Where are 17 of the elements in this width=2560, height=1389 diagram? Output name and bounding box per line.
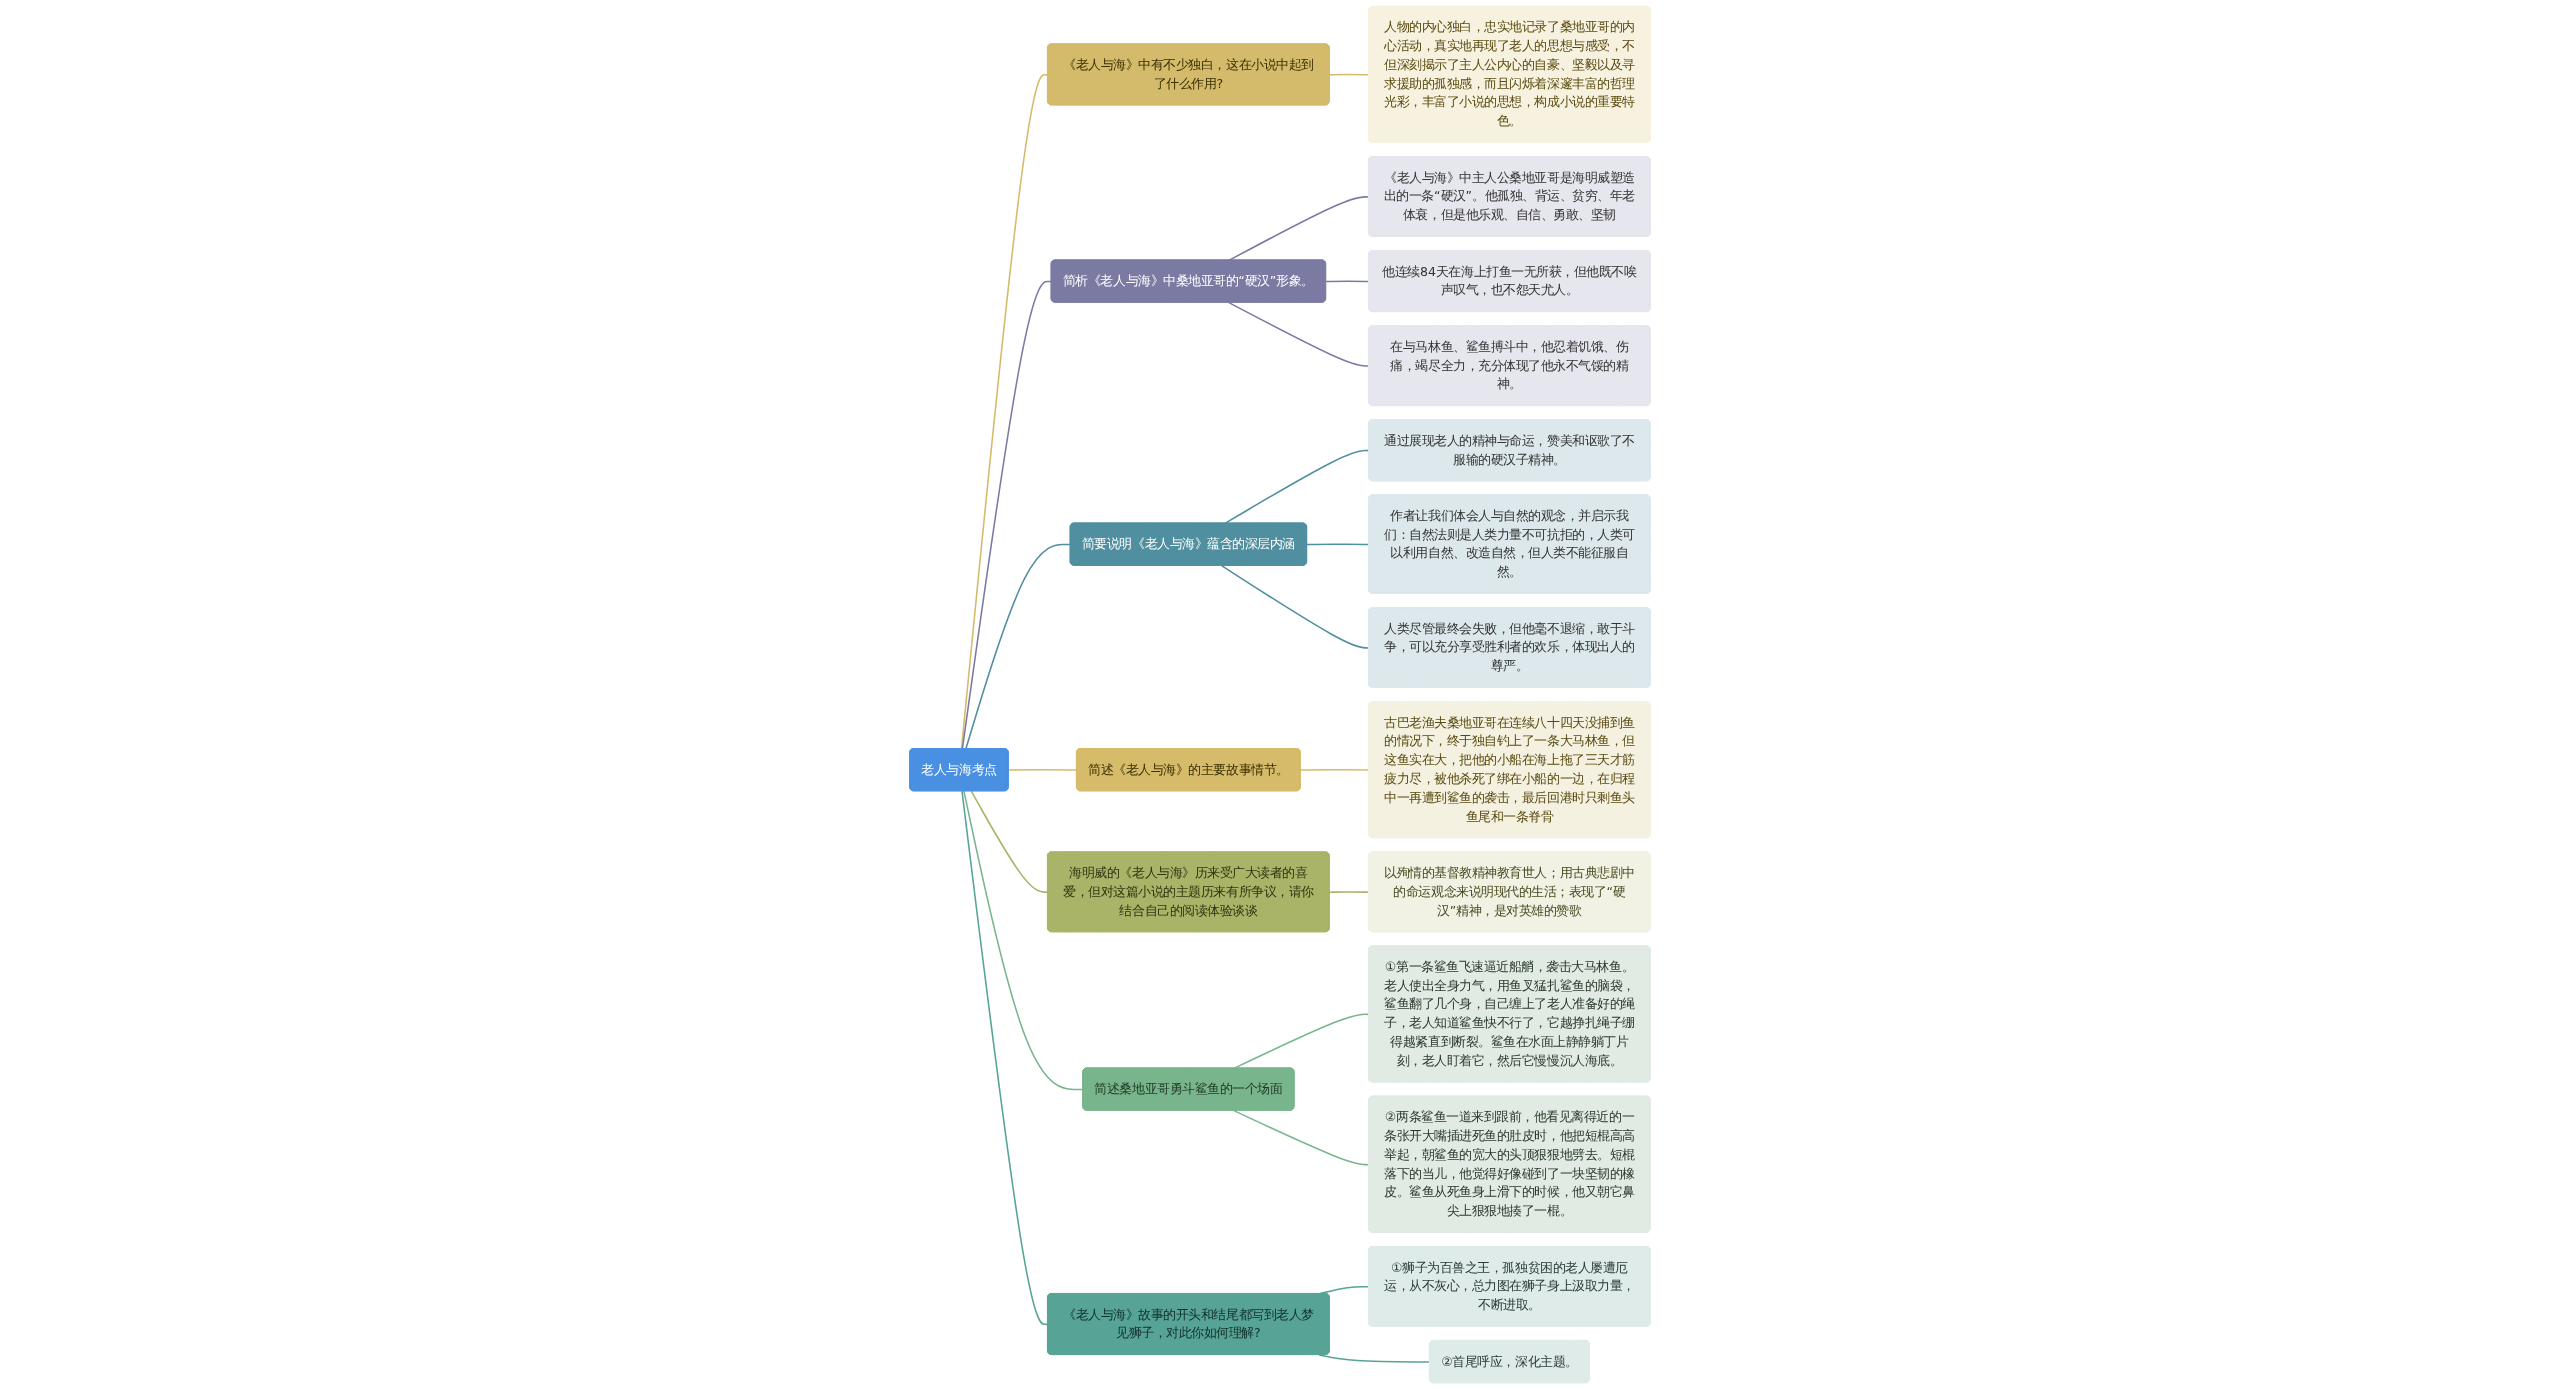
- connector: [1299, 769, 1370, 771]
- connector: [960, 73, 1049, 750]
- connector: [1306, 543, 1370, 546]
- connector: [1328, 73, 1370, 76]
- connector: [961, 790, 1049, 1326]
- connector: [965, 543, 1072, 750]
- connector: [1328, 891, 1370, 893]
- connector: [1325, 280, 1370, 283]
- connector: [1228, 301, 1370, 367]
- connector: [1220, 564, 1370, 649]
- connector: [1233, 1109, 1370, 1166]
- connector: [1007, 769, 1078, 771]
- connector: [961, 280, 1053, 750]
- connector: [970, 790, 1049, 893]
- connector: [963, 790, 1084, 1091]
- connector: [1318, 1354, 1431, 1363]
- connector: [1224, 449, 1370, 525]
